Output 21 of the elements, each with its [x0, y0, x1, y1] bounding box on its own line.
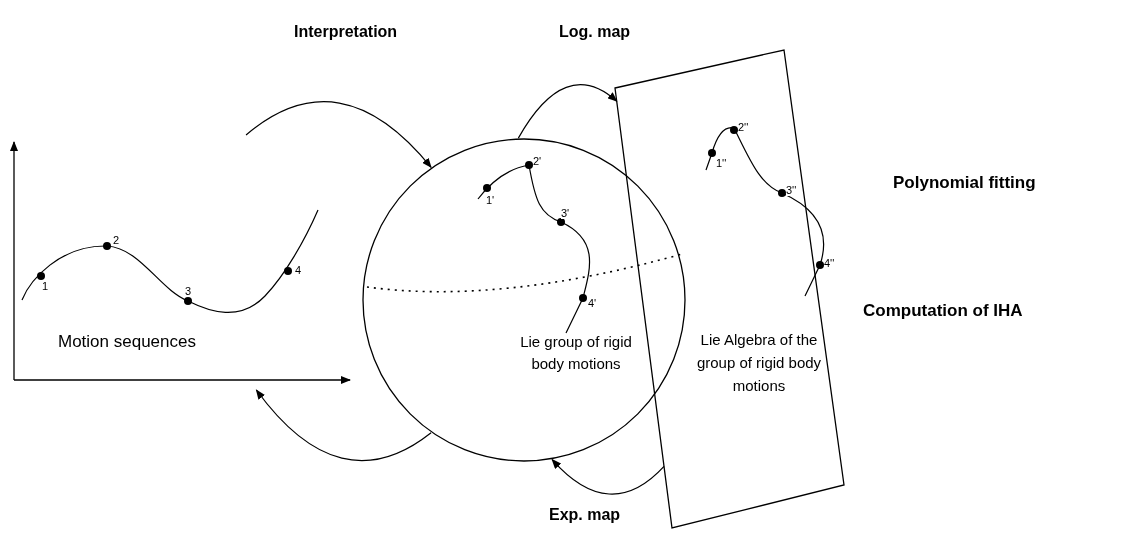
point-number: 3' — [561, 207, 570, 219]
node-label: Lie group of rigid body motions — [519, 332, 633, 374]
point-number: 1 — [42, 280, 49, 292]
point-number: 3'' — [786, 184, 797, 196]
node-label: Motion sequences — [58, 331, 197, 353]
point-number: 1'' — [716, 157, 727, 169]
point-number: 2'' — [738, 121, 749, 133]
point-number: 3 — [185, 285, 192, 297]
step-heading: Computation of IHA — [863, 300, 1023, 322]
step-heading: Polynomial fitting — [893, 172, 1036, 194]
curved-arrow — [517, 84, 618, 139]
point-number: 1' — [486, 194, 495, 206]
point-number: 2' — [533, 155, 542, 167]
point-number: 4 — [295, 264, 302, 276]
curved-arrow — [255, 389, 432, 462]
node-label: Lie Algebra of the group of rigid body motions — [695, 330, 823, 396]
point-number: 4' — [588, 297, 597, 309]
point-number: 2 — [113, 234, 120, 246]
curved-arrow — [551, 458, 665, 495]
curved-arrow — [245, 101, 432, 169]
point-number: 4'' — [824, 257, 835, 269]
